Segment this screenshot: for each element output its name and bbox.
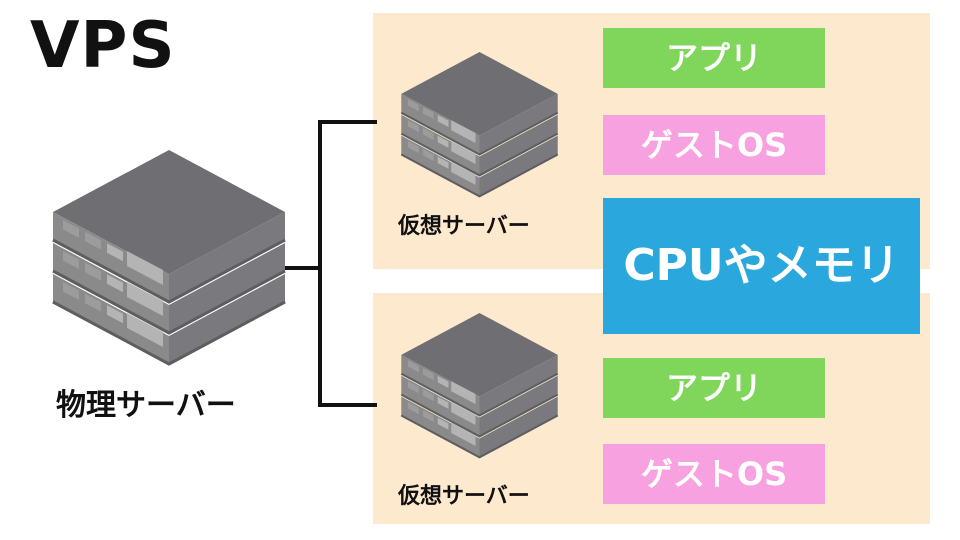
virtual-server-label-bottom: 仮想サーバー [398, 484, 530, 509]
diagram-title: VPS [30, 9, 176, 83]
server-rack-icon [400, 52, 559, 198]
physical-server-label: 物理サーバー [56, 388, 236, 423]
guest-os-box-bottom: ゲストOS [603, 444, 825, 504]
app-box-top: アプリ [603, 28, 825, 88]
app-box-bottom: アプリ [603, 358, 825, 418]
cpu-memory-box: CPUやメモリ [603, 198, 920, 334]
server-rack-icon [400, 313, 559, 459]
guest-os-box-top: ゲストOS [603, 115, 825, 175]
connector-physical-to-virtual [281, 120, 377, 407]
server-rack-icon-body [52, 150, 286, 366]
virtual-server-label-top: 仮想サーバー [398, 214, 530, 239]
server-rack-icon [52, 150, 286, 366]
